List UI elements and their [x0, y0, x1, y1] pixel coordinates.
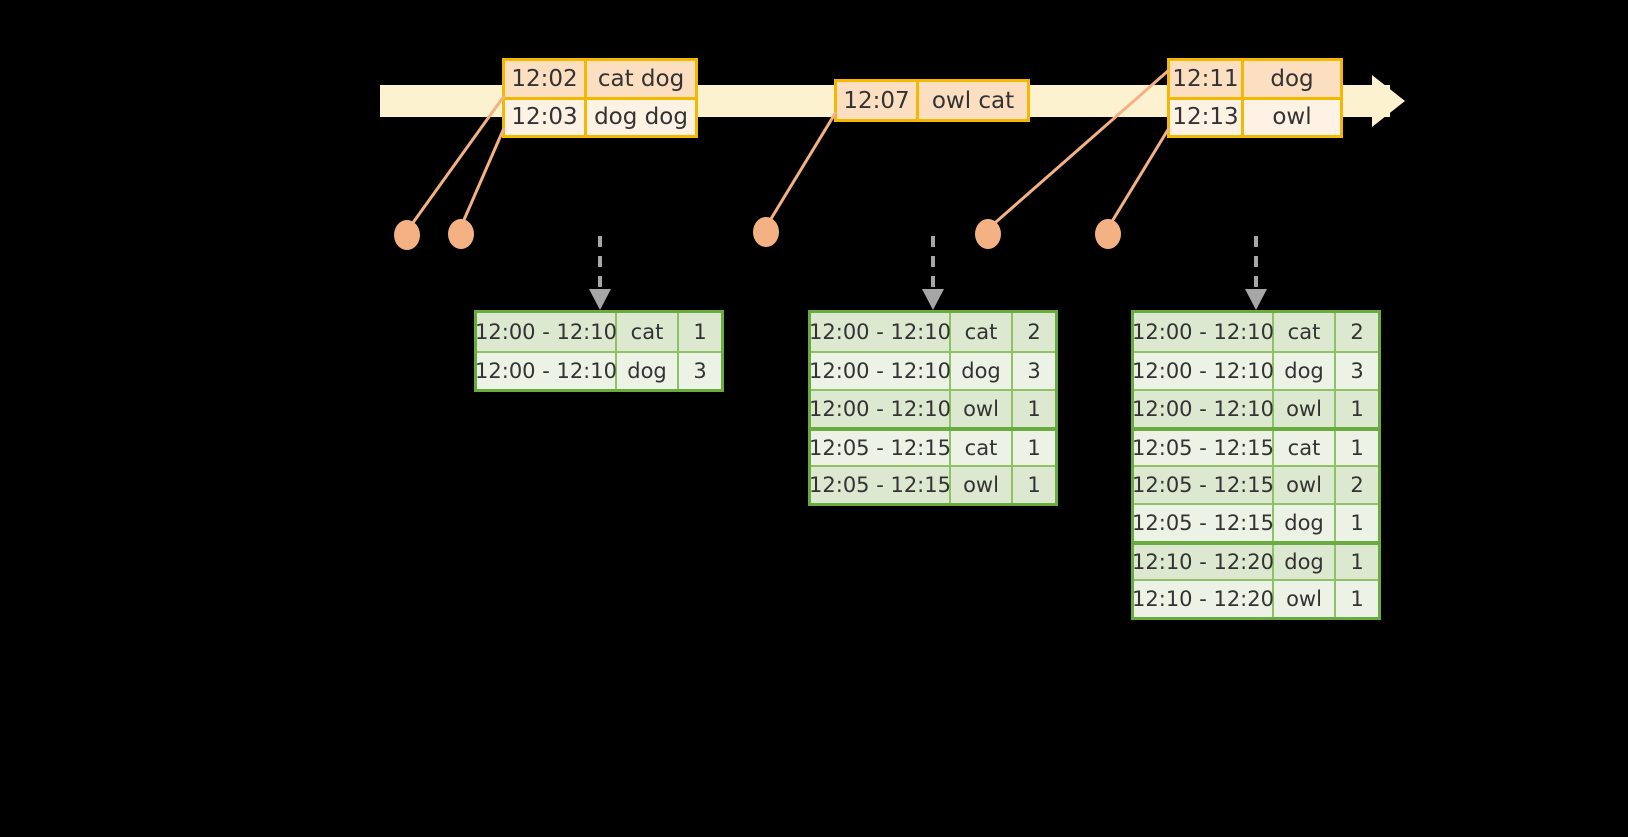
trigger-dot [448, 219, 474, 249]
count-cell: 1 [1350, 436, 1364, 460]
window-cell: 12:00 - 12:10 [809, 353, 951, 389]
event-row[interactable]: 12:11 dog [1170, 61, 1340, 97]
word-cell: cat [1274, 431, 1336, 465]
word-cell: dog [1274, 505, 1336, 541]
word-cell: dog [617, 353, 679, 389]
event-time: 12:03 [505, 99, 587, 135]
event-group-1[interactable]: 12:02 cat dog 12:03 dog dog [502, 58, 698, 138]
table-row[interactable]: 12:05 - 12:15 owl 2 [1132, 465, 1378, 503]
table-row[interactable]: 12:05 - 12:15 owl 1 [809, 465, 1055, 503]
event-group-2[interactable]: 12:07 owl cat [834, 79, 1030, 122]
connector-line [764, 111, 838, 228]
event-time: 12:11 [1170, 61, 1244, 97]
count-cell: 2 [1027, 320, 1041, 344]
connector-line [1106, 127, 1171, 229]
count-cell: 1 [1350, 397, 1364, 421]
count-cell: 2 [1350, 320, 1364, 344]
window-cell: 12:00 - 12:10 [475, 353, 617, 389]
table-row[interactable]: 12:00 - 12:10 owl 1 [1132, 389, 1378, 427]
word-cell: owl [1274, 581, 1336, 617]
window-cell: 12:00 - 12:10 [809, 391, 951, 427]
window-cell: 12:00 - 12:10 [1132, 313, 1274, 351]
word-cell: cat [951, 313, 1013, 351]
word-cell: owl [951, 391, 1013, 427]
timeline-arrowhead [1372, 75, 1405, 127]
count-cell: 1 [1027, 436, 1041, 460]
table-row[interactable]: 12:00 - 12:10 dog 3 [809, 351, 1055, 389]
emit-arrow-2 [922, 236, 944, 310]
trigger-dot [975, 219, 1001, 249]
count-cell: 1 [693, 320, 707, 344]
window-cell: 12:00 - 12:10 [809, 313, 951, 351]
window-cell: 12:10 - 12:20 [1132, 581, 1274, 617]
window-cell: 12:00 - 12:10 [475, 313, 617, 351]
table-row[interactable]: 12:05 - 12:15 cat 1 [1132, 427, 1378, 465]
count-cell: 3 [1027, 359, 1041, 383]
table-row[interactable]: 12:00 - 12:10 dog 3 [1132, 351, 1378, 389]
event-row[interactable]: 12:02 cat dog [505, 61, 695, 97]
word-cell: owl [1274, 467, 1336, 503]
table-row[interactable]: 12:00 - 12:10 cat 1 [475, 313, 721, 351]
word-cell: dog [1274, 545, 1336, 579]
word-cell: owl [951, 467, 1013, 503]
event-time: 12:02 [505, 61, 587, 97]
trigger-dot [394, 220, 420, 250]
event-row[interactable]: 12:13 owl [1170, 96, 1340, 135]
table-row[interactable]: 12:00 - 12:10 owl 1 [809, 389, 1055, 427]
table-row[interactable]: 12:00 - 12:10 dog 3 [475, 351, 721, 389]
event-row[interactable]: 12:07 owl cat [837, 82, 1027, 119]
count-cell: 3 [1350, 359, 1364, 383]
window-cell: 12:05 - 12:15 [1132, 431, 1274, 465]
count-cell: 1 [1027, 397, 1041, 421]
word-cell: dog [1274, 353, 1336, 389]
word-cell: cat [617, 313, 679, 351]
event-time: 12:13 [1170, 99, 1244, 135]
trigger-dot [753, 217, 779, 247]
result-table-3[interactable]: 12:00 - 12:10 cat 2 12:00 - 12:10 dog 3 … [1131, 310, 1381, 620]
word-cell: cat [951, 431, 1013, 465]
emit-arrow-3 [1245, 236, 1267, 310]
event-row[interactable]: 12:03 dog dog [505, 96, 695, 135]
window-cell: 12:05 - 12:15 [809, 431, 951, 465]
event-words: owl [1272, 104, 1312, 131]
table-row[interactable]: 12:05 - 12:15 cat 1 [809, 427, 1055, 465]
table-row[interactable]: 12:05 - 12:15 dog 1 [1132, 503, 1378, 541]
event-words: dog [1270, 65, 1314, 92]
count-cell: 1 [1350, 587, 1364, 611]
trigger-dot [1095, 219, 1121, 249]
count-cell: 1 [1350, 511, 1364, 535]
table-row[interactable]: 12:00 - 12:10 cat 2 [809, 313, 1055, 351]
event-words: owl cat [931, 87, 1015, 114]
word-cell: dog [951, 353, 1013, 389]
count-cell: 3 [693, 359, 707, 383]
event-words: cat dog [597, 65, 685, 92]
result-table-1[interactable]: 12:00 - 12:10 cat 1 12:00 - 12:10 dog 3 [474, 310, 724, 392]
result-table-2[interactable]: 12:00 - 12:10 cat 2 12:00 - 12:10 dog 3 … [808, 310, 1058, 506]
event-time: 12:07 [837, 82, 919, 119]
event-words: dog dog [594, 104, 688, 131]
window-cell: 12:00 - 12:10 [1132, 391, 1274, 427]
word-cell: cat [1274, 313, 1336, 351]
table-row[interactable]: 12:10 - 12:20 dog 1 [1132, 541, 1378, 579]
count-cell: 1 [1027, 473, 1041, 497]
window-cell: 12:05 - 12:15 [1132, 505, 1274, 541]
table-row[interactable]: 12:00 - 12:10 cat 2 [1132, 313, 1378, 351]
emit-arrow-1 [589, 236, 611, 310]
window-cell: 12:00 - 12:10 [1132, 353, 1274, 389]
word-cell: owl [1274, 391, 1336, 427]
window-cell: 12:05 - 12:15 [1132, 467, 1274, 503]
table-row[interactable]: 12:10 - 12:20 owl 1 [1132, 579, 1378, 617]
window-cell: 12:10 - 12:20 [1132, 545, 1274, 579]
count-cell: 2 [1350, 473, 1364, 497]
event-group-3[interactable]: 12:11 dog 12:13 owl [1167, 58, 1343, 138]
count-cell: 1 [1350, 550, 1364, 574]
connector-line [458, 127, 506, 230]
window-cell: 12:05 - 12:15 [809, 467, 951, 503]
